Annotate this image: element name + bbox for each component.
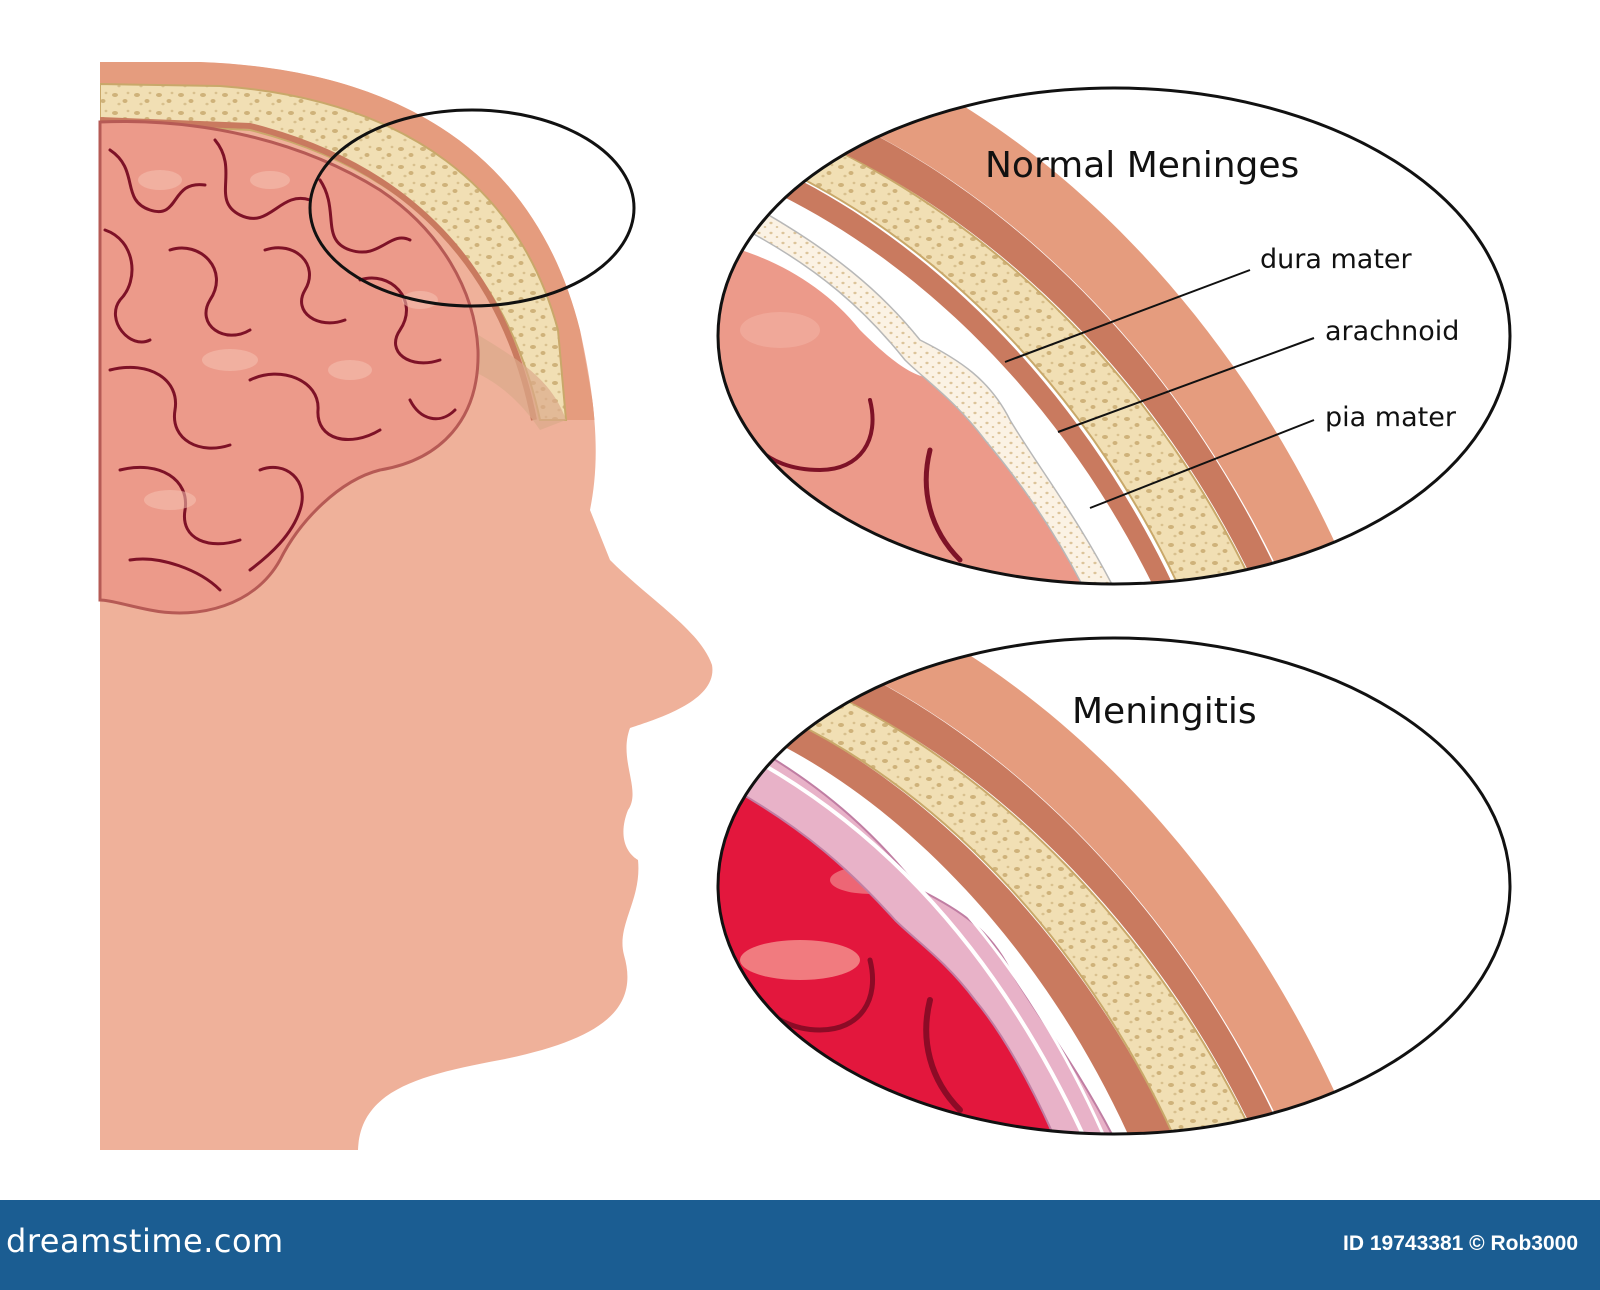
- dura-mater-label: dura mater: [1260, 244, 1413, 275]
- dura-layer: [100, 117, 537, 421]
- meninges-diagram: Normal Meninges dura mater arachnoid pia…: [98, 62, 1512, 1150]
- brain: [98, 120, 480, 615]
- dura-leader-line: [1004, 269, 1251, 363]
- frontal-sinus-shade: [470, 330, 566, 430]
- meningitis-title: Meningitis: [1072, 691, 1257, 732]
- normal-arachnoid-layer: [749, 208, 1122, 584]
- pia-mater-label: pia mater: [1325, 402, 1457, 433]
- scalp-layer: [100, 62, 596, 420]
- brand-text: dreamstime.com: [6, 1222, 284, 1260]
- normal-dura-layer: [780, 175, 1180, 584]
- pia-leader-line: [1089, 419, 1315, 509]
- normal-meninges-inset: Normal Meninges dura mater arachnoid pia…: [716, 86, 1512, 586]
- meningitis-inset: Meningitis: [716, 636, 1512, 1136]
- footer-bar: dreamstime.com ID 19743381 © Rob3000: [0, 1200, 1600, 1290]
- normal-meninges-title: Normal Meninges: [985, 145, 1299, 186]
- arachnoid-label: arachnoid: [1325, 316, 1459, 347]
- brain-highlights: [138, 170, 438, 510]
- normal-scalp-layer: [835, 88, 1360, 584]
- zoom-region-outline: [308, 108, 636, 308]
- arachnoid-leader-line: [1057, 337, 1315, 433]
- meningitis-bone-layer: [788, 683, 1262, 1134]
- normal-bone-layer: [793, 138, 1262, 584]
- brain-gyri: [103, 138, 457, 592]
- image-id-text: ID 19743381 © Rob3000: [1343, 1232, 1578, 1255]
- head-profile: [98, 62, 713, 1150]
